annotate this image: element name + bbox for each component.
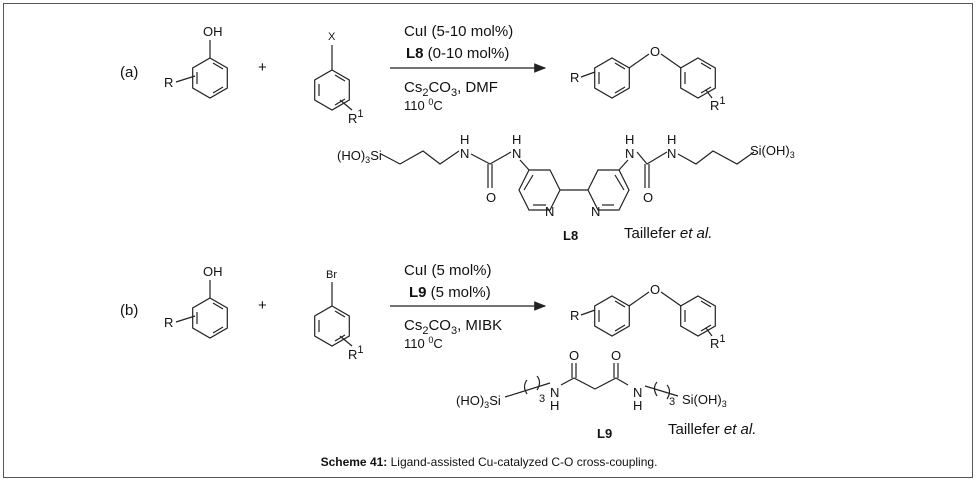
r-label: R [570,70,579,85]
trihydroxysilyl-right: Si(OH)3 [750,143,795,160]
h-label: H [512,132,521,147]
ligand-name: L9 [597,426,612,441]
benzene-ring-icon [680,295,716,337]
h-label: H [633,398,642,413]
n-label: N [545,204,554,219]
o-label: O [643,190,653,205]
plus-sign: + [258,297,267,314]
r1-label: R1 [348,344,364,362]
n-label: N [460,146,469,161]
ether-oxygen-label: O [650,44,660,59]
figure-frame [3,3,973,478]
condition-ligand: L9 (5 mol%) [409,284,491,301]
benzene-ring-icon [680,57,716,99]
n-label: N [591,204,600,219]
r-label: R [164,315,173,330]
repeat-count: 3 [539,393,545,405]
h-label: H [625,132,634,147]
phenol-a: OH R [164,24,228,99]
trihydroxysilyl-left: (HO)3Si [456,393,501,410]
scheme-b: (b) OH R + Br R1 CuI (5 mol%) L9 (5 mol%… [120,262,756,441]
r-label: R [570,308,579,323]
aryl-halide-a: X R1 [314,31,364,126]
diaryl-ether-a: O R R1 [570,44,726,113]
br-label: Br [326,269,337,281]
condition-temperature: 110 0C [404,335,443,351]
r1-label: R1 [710,333,726,351]
trihydroxysilyl-left: (HO)3Si [337,148,382,165]
repeat-count: 3 [669,396,675,408]
trihydroxysilyl-right: Si(OH)3 [682,392,727,409]
figure-caption: Scheme 41: Ligand-assisted Cu-catalyzed … [0,455,978,469]
oh-label: OH [203,24,223,39]
credit: Taillefer et al. [624,225,712,242]
o-label: O [611,348,621,363]
benzene-ring-icon [192,57,228,99]
condition-catalyst: CuI (5-10 mol%) [404,23,513,40]
caption-label: Scheme 41: [320,455,388,469]
ligand-l8: (HO)3Si N H O N H N N N H O N [337,132,795,243]
ligand-l9: (HO)3Si 3 N H O O N H 3 Si(OH)3 L9 Taill… [456,348,756,441]
n-label: N [550,385,559,400]
credit: Taillefer et al. [668,421,756,438]
r1-label: R1 [348,108,364,126]
condition-catalyst: CuI (5 mol%) [404,262,492,279]
r1-label: R1 [710,95,726,113]
ether-oxygen-label: O [650,282,660,297]
scheme-b-label: (b) [120,302,138,319]
benzene-ring-icon [594,57,630,99]
condition-base-solvent: Cs2CO3, DMF [404,79,498,99]
pyridine-ring-icon [518,169,561,211]
caption-text: Ligand-assisted Cu-catalyzed C-O cross-c… [387,455,658,469]
x-label: X [328,31,336,43]
oh-label: OH [203,264,223,279]
aryl-bromide-b: Br R1 [314,269,364,362]
h-label: H [460,132,469,147]
scheme-a: (a) OH R + X R1 CuI (5-10 mol%) L8 (0-10… [120,23,795,243]
n-label: N [633,385,642,400]
o-label: O [486,190,496,205]
h-label: H [667,132,676,147]
condition-base-solvent: Cs2CO3, MIBK [404,317,502,337]
benzene-ring-icon [192,297,228,339]
h-label: H [550,398,559,413]
r-label: R [164,75,173,90]
benzene-ring-icon [594,295,630,337]
n-label: N [512,146,521,161]
n-label: N [667,146,676,161]
phenol-b: OH R [164,264,228,339]
o-label: O [569,348,579,363]
diaryl-ether-b: O R R1 [570,282,726,351]
ligand-name: L8 [563,228,578,243]
condition-temperature: 110 0C [404,97,443,113]
n-label: N [625,146,634,161]
plus-sign: + [258,59,267,76]
condition-ligand: L8 (0-10 mol%) [406,45,509,62]
scheme-a-label: (a) [120,64,138,81]
